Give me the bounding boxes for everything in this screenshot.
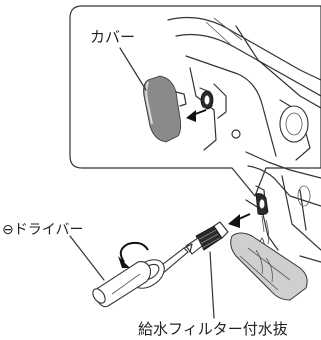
rotate-arrow-icon: [118, 240, 151, 268]
screwdriver-leader-line: [69, 235, 105, 281]
machine-body: [245, 151, 321, 263]
cover-label: カバー: [90, 28, 135, 46]
filter-drain-plug: [185, 221, 229, 255]
screwdriver-label: ⊖ドライバー: [2, 222, 83, 238]
arrow-right-icon: [186, 107, 207, 122]
callout-balloon: [69, 5, 321, 197]
filter-label: 給水フィルター付水抜: [138, 320, 288, 338]
arrow-right-icon: [228, 211, 252, 228]
filter-leader-line: [209, 251, 215, 319]
cover-piece: [143, 75, 187, 143]
drain-tray: [230, 232, 308, 301]
cover-leader-line: [119, 47, 147, 91]
machine-body-closeup: [167, 16, 321, 161]
screwdriver: [92, 243, 193, 308]
